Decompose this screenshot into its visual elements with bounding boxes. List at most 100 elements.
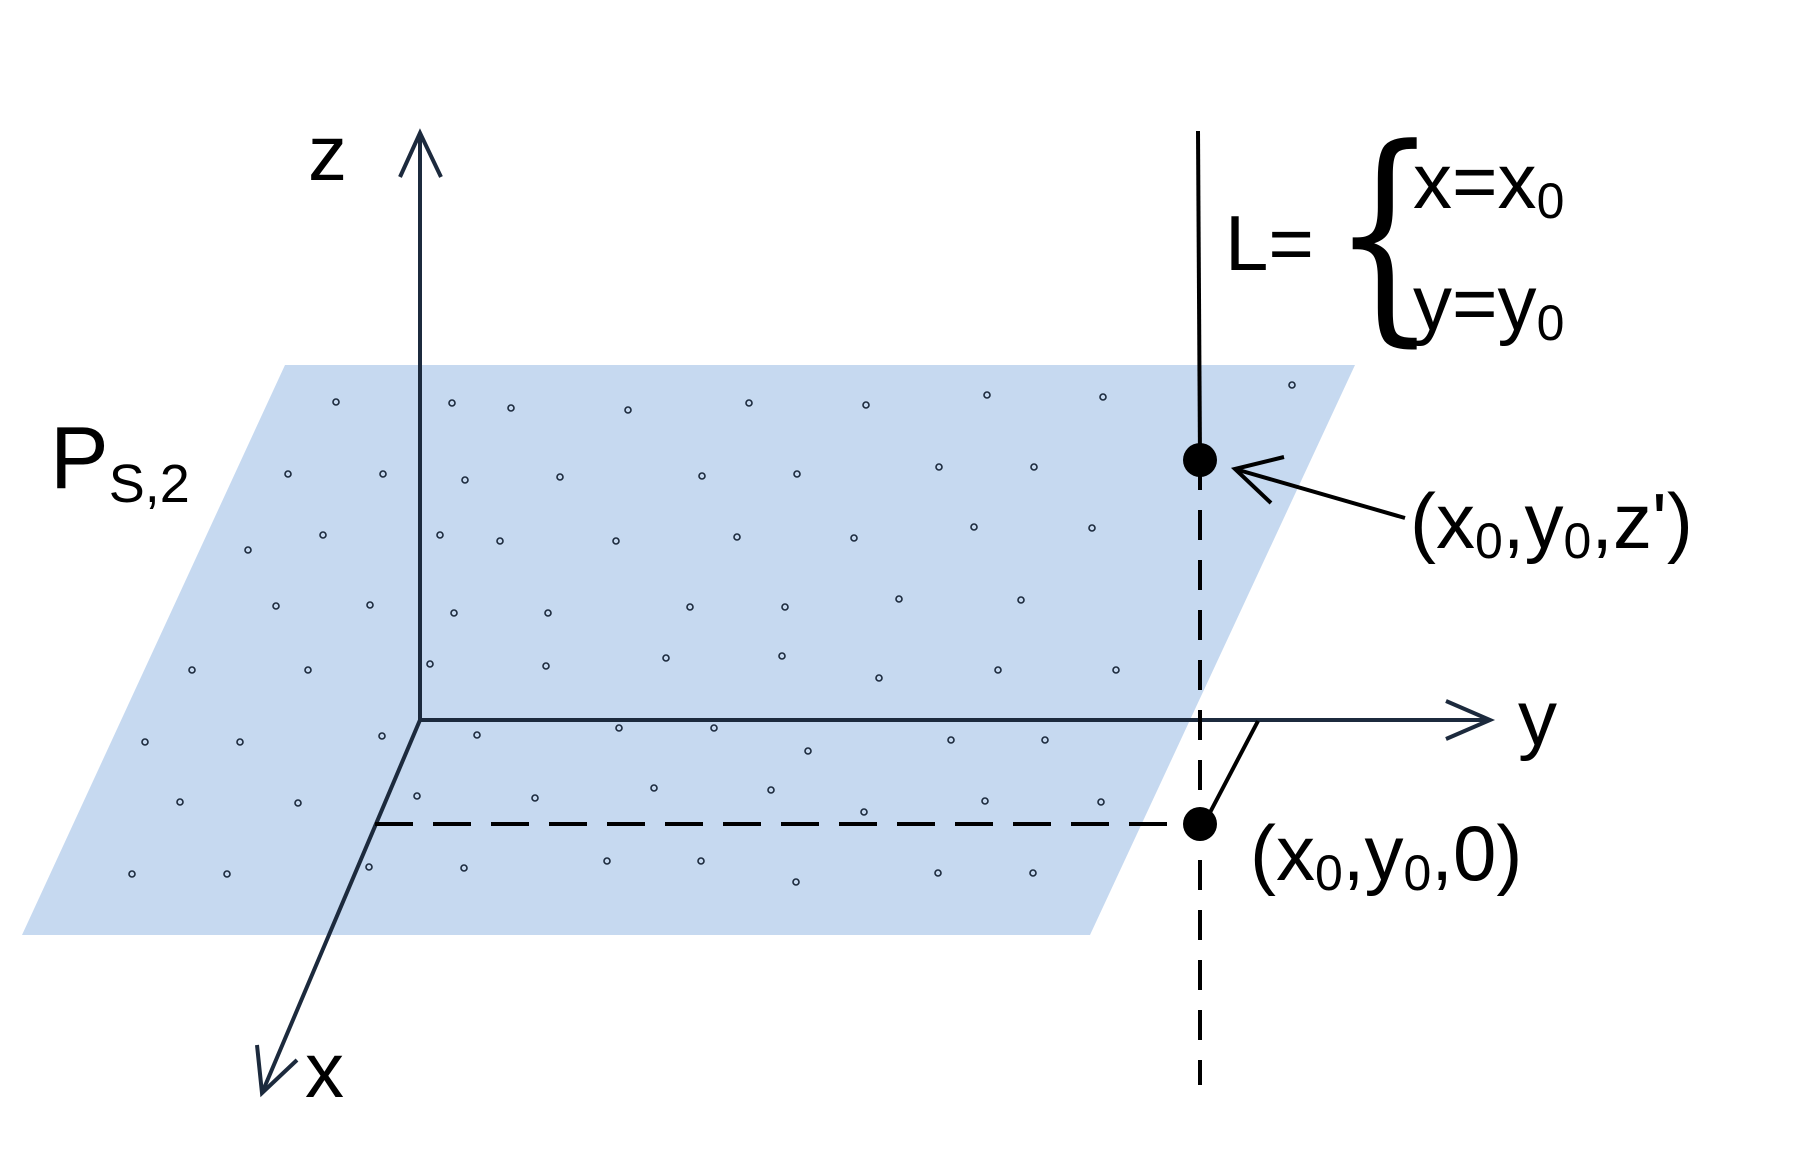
plane-dot — [1099, 393, 1107, 401]
point-upper-marker — [1183, 443, 1217, 477]
plane-dot — [934, 869, 942, 877]
plane-dot — [603, 857, 611, 865]
plane-dot — [332, 398, 340, 406]
line-eq-1: x=x0 — [1413, 137, 1564, 229]
plane-dot — [413, 792, 421, 800]
plane-dot — [983, 391, 991, 399]
plane-dot — [236, 738, 244, 746]
plane-dot — [612, 537, 620, 545]
plane-dot — [531, 794, 539, 802]
plane-dot — [1041, 736, 1049, 744]
plane-dot — [244, 546, 252, 554]
plane-dot — [895, 595, 903, 603]
plane-label-sub: S,2 — [109, 454, 190, 514]
plane-dot — [862, 401, 870, 409]
plane-dot — [365, 863, 373, 871]
y-axis-arrowhead — [1445, 699, 1496, 741]
projection-solid-line — [1203, 720, 1260, 823]
plane-dot — [141, 738, 149, 746]
line-eq-1-sub: 0 — [1537, 173, 1565, 229]
point-upper-close: ,z') — [1591, 477, 1693, 565]
point-upper-mid: ,y — [1503, 477, 1564, 565]
plane-dot — [994, 666, 1002, 674]
plane-dot — [319, 531, 327, 539]
plane-dot — [804, 747, 812, 755]
point-lower-sub2: 0 — [1403, 845, 1431, 901]
plane-dot — [860, 808, 868, 816]
plane-dot — [935, 463, 943, 471]
line-eq-2: y=y0 — [1413, 259, 1564, 351]
point-lower-label: (x0,y0,0) — [1250, 809, 1522, 901]
plane-dot — [767, 786, 775, 794]
plane-dot — [1097, 798, 1105, 806]
point-lower-sub1: 0 — [1315, 845, 1343, 901]
plane-dot — [507, 404, 515, 412]
line-eq-2-sub: 0 — [1537, 295, 1565, 351]
plane-dot — [448, 399, 456, 407]
line-label-prefix: L= — [1225, 199, 1314, 287]
plane-dot — [792, 878, 800, 886]
plane-dot — [686, 603, 694, 611]
plane-dot — [710, 724, 718, 732]
point-upper-sub2: 0 — [1563, 513, 1591, 569]
point-lower-open: (x — [1250, 809, 1315, 897]
plane-dot — [1029, 869, 1037, 877]
plane-dot — [624, 406, 632, 414]
plane-dot — [294, 799, 302, 807]
z-axis-label: z — [308, 109, 347, 197]
point-upper-open: (x — [1410, 477, 1475, 565]
plane-dot — [650, 784, 658, 792]
line-eq-1-main: x=x — [1413, 137, 1537, 225]
plane-dot — [436, 531, 444, 539]
plane-points — [128, 381, 1296, 886]
z-axis-arrowhead — [398, 128, 443, 178]
plane-dot — [697, 857, 705, 865]
plane-dot — [188, 666, 196, 674]
plane-dot — [556, 473, 564, 481]
plane-dot — [450, 609, 458, 617]
plane-dot — [473, 731, 481, 739]
plane-dot — [947, 736, 955, 744]
plane-dot — [781, 603, 789, 611]
point-lower-marker — [1183, 807, 1217, 841]
plane-dot — [662, 654, 670, 662]
plane-dot — [733, 533, 741, 541]
pointer-arrowhead — [1230, 455, 1285, 505]
plane-dot — [284, 470, 292, 478]
plane-dot — [1017, 596, 1025, 604]
plane-dot — [544, 609, 552, 617]
plane-label-main: P — [50, 408, 109, 507]
point-upper-sub1: 0 — [1475, 513, 1503, 569]
plane-dot — [366, 601, 374, 609]
point-upper-label: (x0,y0,z') — [1410, 477, 1693, 569]
plane-dot — [875, 674, 883, 682]
plane-dot — [304, 666, 312, 674]
point-lower-close: ,0) — [1431, 809, 1522, 897]
line-l-upper — [1196, 130, 1202, 461]
point-lower-mid: ,y — [1343, 809, 1404, 897]
x-axis — [260, 719, 422, 1094]
plane-dot — [1030, 463, 1038, 471]
plane-dot — [793, 470, 801, 478]
line-label-brace: { — [1332, 100, 1437, 367]
plane-dot — [778, 652, 786, 660]
plane-dot — [615, 724, 623, 732]
plane-dot — [542, 662, 550, 670]
plane-dot — [128, 870, 136, 878]
plane-dot — [461, 476, 469, 484]
pointer-arrow-line — [1234, 467, 1406, 520]
plane-dot — [981, 797, 989, 805]
plane-dot — [745, 399, 753, 407]
plane-dot — [223, 870, 231, 878]
x-axis-label: x — [305, 1026, 344, 1114]
plane-dot — [176, 798, 184, 806]
plane-dot — [970, 523, 978, 531]
plane-dot — [850, 534, 858, 542]
plane-dot — [1288, 381, 1296, 389]
plane-dot — [378, 732, 386, 740]
plane-dot — [272, 602, 280, 610]
x-axis-arrowhead — [255, 1044, 299, 1098]
plane-dot — [698, 472, 706, 480]
y-axis-label: y — [1518, 674, 1557, 762]
